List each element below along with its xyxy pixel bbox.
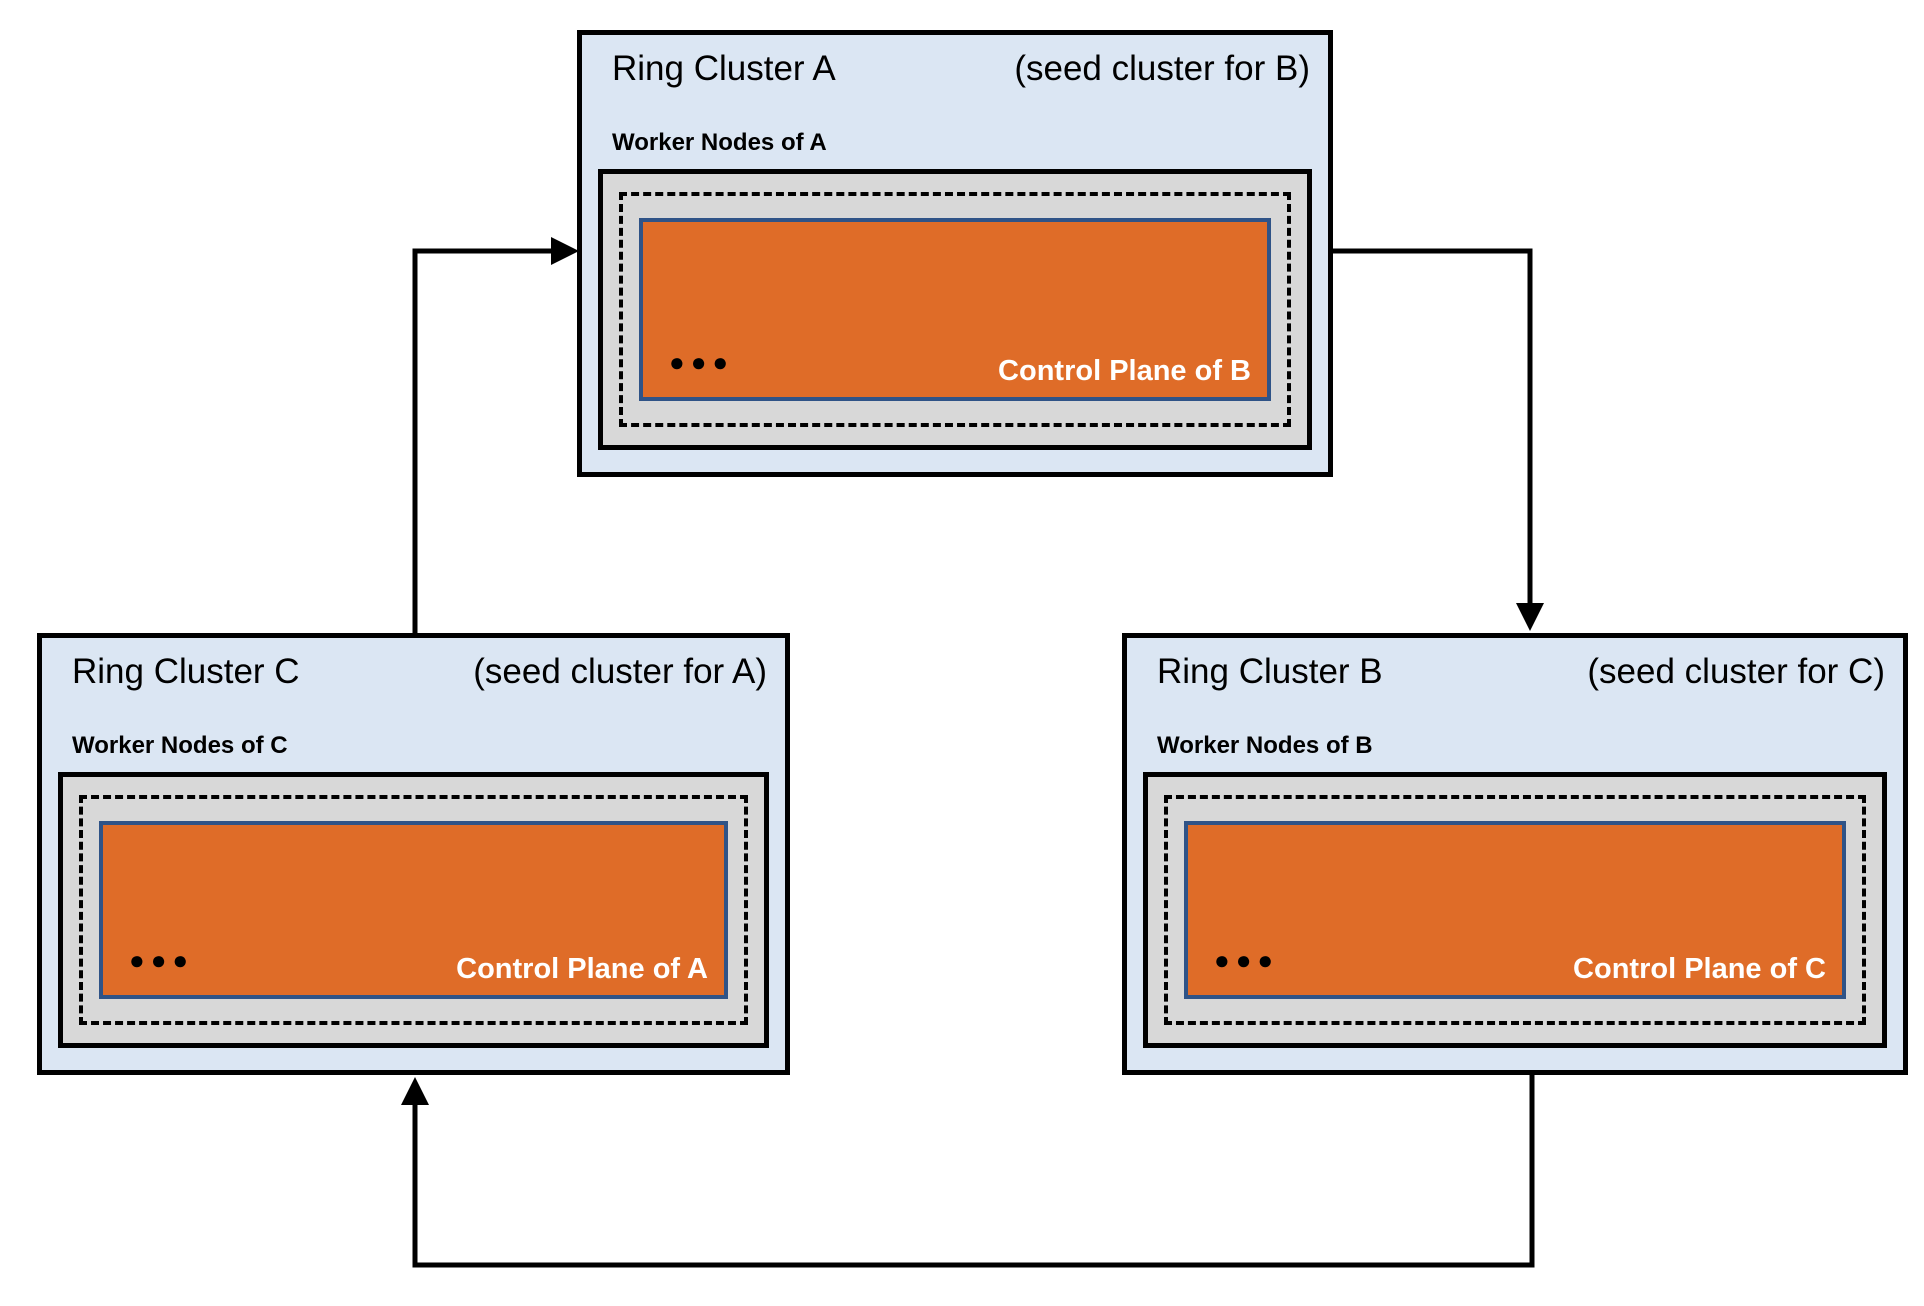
control-plane-box: ●●● Control Plane of A <box>99 821 728 999</box>
control-plane-label: Control Plane of A <box>456 953 708 986</box>
control-plane-box: ●●● Control Plane of C <box>1184 821 1846 999</box>
worker-nodes-label: Worker Nodes of C <box>72 732 288 760</box>
worker-nodes-label: Worker Nodes of B <box>1157 732 1373 760</box>
cluster-name: Ring Cluster B <box>1157 652 1383 691</box>
control-plane-box: ●●● Control Plane of B <box>639 218 1271 401</box>
dashed-boundary: ●●● Control Plane of A <box>79 795 748 1025</box>
control-plane-label: Control Plane of B <box>998 355 1251 388</box>
cluster-title: Ring Cluster C (seed cluster for A) <box>58 652 769 692</box>
ring-cluster-a: Ring Cluster A (seed cluster for B) Work… <box>577 30 1333 477</box>
arrow-a-to-b <box>1333 248 1544 631</box>
ring-cluster-b: Ring Cluster B (seed cluster for C) Work… <box>1122 633 1908 1075</box>
cluster-seed-note: (seed cluster for C) <box>1587 652 1885 691</box>
cluster-seed-note: (seed cluster for B) <box>1014 49 1310 88</box>
cluster-title: Ring Cluster A (seed cluster for B) <box>598 49 1312 89</box>
worker-nodes-box: ●●● Control Plane of A <box>58 772 769 1048</box>
control-plane-label: Control Plane of C <box>1573 953 1826 986</box>
cluster-name: Ring Cluster A <box>612 49 836 88</box>
arrow-c-to-a <box>412 237 579 633</box>
worker-nodes-box: ●●● Control Plane of B <box>598 169 1312 450</box>
cluster-title: Ring Cluster B (seed cluster for C) <box>1143 652 1887 692</box>
dashed-boundary: ●●● Control Plane of B <box>619 192 1291 427</box>
dashed-boundary: ●●● Control Plane of C <box>1164 795 1866 1025</box>
ellipsis-icon: ●●● <box>1214 945 1280 975</box>
worker-nodes-box: ●●● Control Plane of C <box>1143 772 1887 1048</box>
cluster-seed-note: (seed cluster for A) <box>473 652 767 691</box>
ellipsis-icon: ●●● <box>129 945 195 975</box>
worker-nodes-label: Worker Nodes of A <box>612 129 827 157</box>
ellipsis-icon: ●●● <box>669 347 735 377</box>
ring-cluster-c: Ring Cluster C (seed cluster for A) Work… <box>37 633 790 1075</box>
cluster-name: Ring Cluster C <box>72 652 300 691</box>
arrow-b-to-c <box>401 1075 1535 1268</box>
